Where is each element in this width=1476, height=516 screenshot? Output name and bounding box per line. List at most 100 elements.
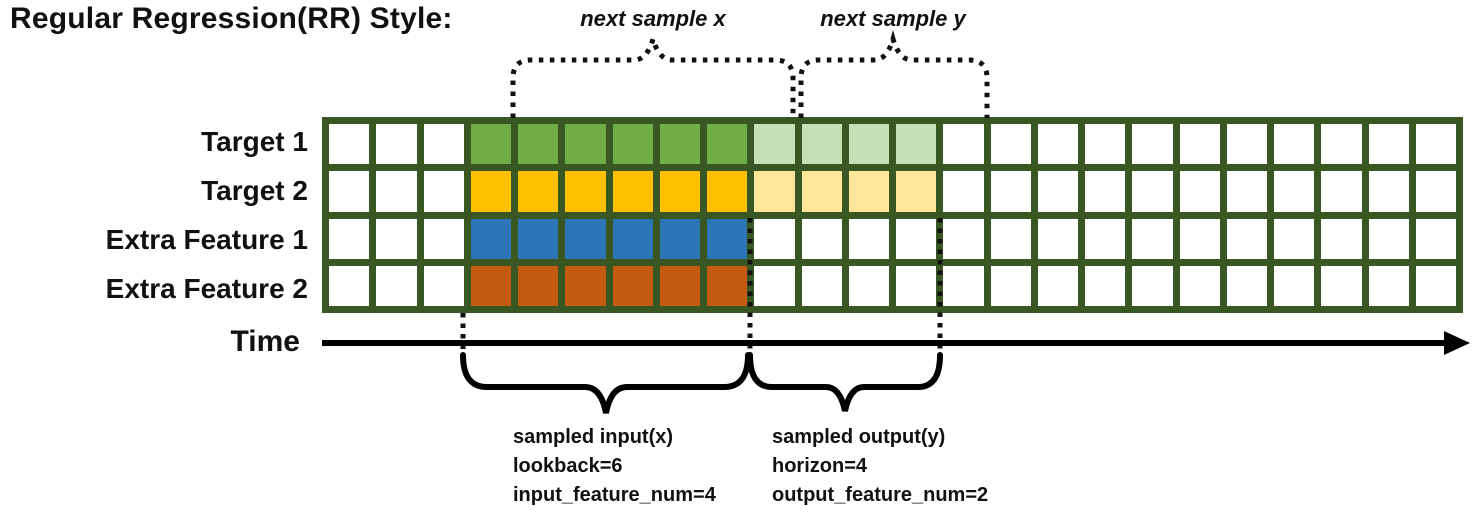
grid-cell [376,265,417,306]
grid-cell [1415,124,1456,165]
grid-cell [801,171,842,212]
grid-cell [329,171,370,212]
grid-cell [1368,171,1409,212]
grid-cell [1415,218,1456,259]
grid-cell [1321,218,1362,259]
row-label: Extra Feature 2 [105,272,308,304]
grid-cell [518,171,559,212]
grid-cell [848,265,889,306]
grid-cell [1132,171,1173,212]
time-axis-arrowhead [1444,331,1470,355]
grid-cell [1321,265,1362,306]
next-sample-y-label: next sample y [820,6,966,31]
sampled-output-brace [747,352,943,412]
grid-cell [1179,171,1220,212]
grid-cell [565,171,606,212]
grid-cell [329,218,370,259]
grid-cell [1274,265,1315,306]
grid-cell [896,265,937,306]
grid-cell [1368,124,1409,165]
grid-cell [659,218,700,259]
grid-cell [1415,265,1456,306]
grid-cell [376,218,417,259]
sampled-output-title: sampled output(y) [772,426,946,448]
grid-cell [1321,124,1362,165]
grid-cell [659,124,700,165]
next-sample-x-brace [510,29,796,118]
grid-cell [423,171,464,212]
sampled-input-note: sampled input(x) lookback=6 input_featur… [513,423,716,510]
grid-cell [990,171,1031,212]
output-feature-num-value: output_feature_num=2 [772,484,989,506]
grid-cell [1415,171,1456,212]
grid-cell [659,265,700,306]
grid-cell [1037,124,1078,165]
grid-cell [754,124,795,165]
grid-cell [801,124,842,165]
grid-cell [1179,124,1220,165]
grid-cell [848,124,889,165]
grid-cell [707,124,748,165]
grid-cell [1085,171,1126,212]
grid-cell [329,265,370,306]
grid-cell [848,171,889,212]
grid-cell [1179,265,1220,306]
grid-cell [707,265,748,306]
grid-cell [1226,171,1267,212]
grid-cell [1132,218,1173,259]
grid-cell [1085,218,1126,259]
grid-cell [376,171,417,212]
page-title: Regular Regression(RR) Style: [10,2,453,35]
grid-cell [1132,265,1173,306]
grid-cell [896,171,937,212]
grid-cell [848,218,889,259]
grid-cell [1368,218,1409,259]
sampled-input-brace [460,352,751,414]
grid-cell [518,265,559,306]
grid-cell [1037,218,1078,259]
grid-cell [801,265,842,306]
next-sample-x-label: next sample x [580,6,726,31]
grid-cell [329,124,370,165]
grid-cell [518,124,559,165]
grid-cell [1132,124,1173,165]
grid-cell [1037,265,1078,306]
grid-cell [1037,171,1078,212]
grid-cell [1274,171,1315,212]
grid-cell [470,124,511,165]
grid-cell [943,265,984,306]
row-label: Target 2 [201,174,308,206]
grid-cell [754,218,795,259]
grid-cell [1226,218,1267,259]
sampled-input-title: sampled input(x) [513,426,674,448]
lookback-value: lookback=6 [513,455,623,477]
grid-cell [754,171,795,212]
grid-cell [896,124,937,165]
grid-cell [612,171,653,212]
grid-cell [423,265,464,306]
grid-cell [659,171,700,212]
grid-cell [943,218,984,259]
grid-cell [470,265,511,306]
row-label: Target 1 [201,125,308,157]
time-axis-label: Time [230,325,300,358]
grid-cell [1179,218,1220,259]
grid-cell [470,171,511,212]
grid-cell [896,218,937,259]
grid-cell [565,124,606,165]
grid-cell [1226,124,1267,165]
grid-cell [565,218,606,259]
grid-cell [707,171,748,212]
grid-cell [754,265,795,306]
grid-cell [565,265,606,306]
sampled-output-note: sampled output(y) horizon=4 output_featu… [772,423,988,510]
grid-cell [376,124,417,165]
grid-cell [518,218,559,259]
grid-cell [1274,124,1315,165]
grid-cell [990,265,1031,306]
grid-cell [423,218,464,259]
grid-cell [470,218,511,259]
grid-cell [1226,265,1267,306]
